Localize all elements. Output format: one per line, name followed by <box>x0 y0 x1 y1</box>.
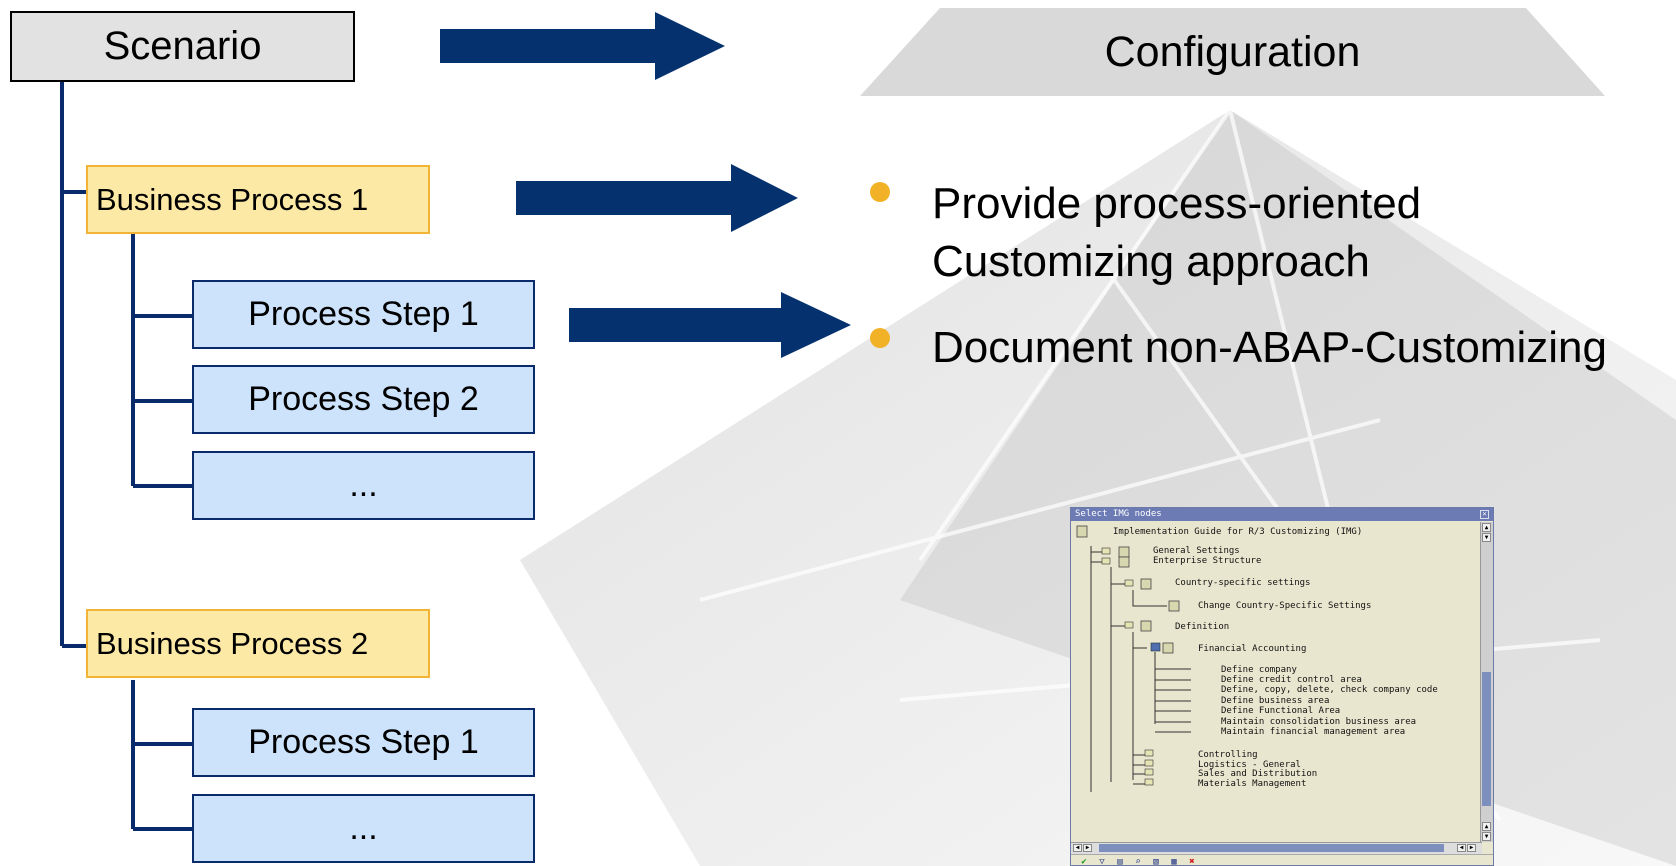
bullet-line: Provide process-oriented <box>932 179 1422 228</box>
vertical-scrollbar[interactable]: ▲ ▼ ▲ ▼ <box>1480 522 1493 842</box>
scroll-up-icon[interactable]: ▲ <box>1482 523 1491 532</box>
arrow-to-configuration <box>440 12 725 80</box>
bullet-dot <box>870 328 890 348</box>
tree-node[interactable]: Sales and Distribution <box>1198 769 1318 779</box>
process-step-box: ... <box>192 794 535 863</box>
find-icon[interactable]: ⌕ <box>1135 857 1141 866</box>
process-step-box: ... <box>192 451 535 520</box>
scroll-thumb[interactable] <box>1099 844 1444 852</box>
arrow-step1 <box>569 292 851 358</box>
tree-node[interactable]: Implementation Guide for R/3 Customizing… <box>1113 527 1363 537</box>
process-step-box: Process Step 1 <box>192 280 535 349</box>
scroll-right-icon[interactable]: ▶ <box>1467 844 1476 852</box>
tree-node[interactable]: Definition <box>1175 622 1230 632</box>
tree-node[interactable]: Materials Management <box>1198 779 1307 789</box>
configuration-title: Configuration <box>1104 27 1361 76</box>
process-step-box: Process Step 2 <box>192 365 535 434</box>
tree-node[interactable]: Financial Accounting <box>1198 644 1307 654</box>
tree-node[interactable]: Controlling <box>1198 750 1258 760</box>
tree-node[interactable]: Define company <box>1221 665 1297 675</box>
select-icon[interactable]: ▤ <box>1117 857 1123 866</box>
process-step-box: Process Step 1 <box>192 708 535 777</box>
check-icon[interactable]: ✔ <box>1081 857 1087 866</box>
bullet-line: Customizing approach <box>932 237 1370 286</box>
scroll-left-icon[interactable]: ◀ <box>1457 844 1466 852</box>
tree-node[interactable]: Define, copy, delete, check company code <box>1221 685 1438 695</box>
bullet-line: Document non-ABAP-Customizing <box>932 323 1607 372</box>
grid-icon[interactable]: ▦ <box>1171 857 1177 866</box>
bullet-dot <box>870 182 890 202</box>
window-title: Select IMG nodes <box>1075 509 1162 519</box>
scroll-right-icon[interactable]: ▶ <box>1083 844 1092 852</box>
configuration-banner <box>860 8 1605 96</box>
scroll-down-icon[interactable]: ▼ <box>1482 832 1491 841</box>
tree-node[interactable]: Logistics - General <box>1198 760 1301 770</box>
scenario-box: Scenario <box>10 11 355 82</box>
business-process-2-box: Business Process 2 <box>86 609 430 678</box>
tree-node[interactable]: Change Country-Specific Settings <box>1198 601 1372 611</box>
tree-node[interactable]: Define business area <box>1221 696 1330 706</box>
tree-node[interactable]: Maintain financial management area <box>1221 727 1406 737</box>
bullet-text: Document non-ABAP-Customizing <box>932 319 1607 377</box>
img-tree: Implementation Guide for R/3 Customizing… <box>1071 522 1479 841</box>
expand-icon[interactable]: ▽ <box>1099 857 1105 866</box>
close-icon[interactable]: × <box>1480 510 1489 519</box>
business-process-1-box: Business Process 1 <box>86 165 430 234</box>
tree-node[interactable]: Enterprise Structure <box>1153 556 1262 566</box>
scroll-up-icon[interactable]: ▲ <box>1482 822 1491 831</box>
arrow-bp1 <box>516 164 798 232</box>
bullet-text: Provide process-oriented Customizing app… <box>932 175 1421 291</box>
tree-node[interactable]: Country-specific settings <box>1175 578 1311 588</box>
tree-node[interactable]: Maintain consolidation business area <box>1221 717 1417 727</box>
horizontal-scrollbar[interactable]: ◀ ▶ ◀ ▶ <box>1071 842 1482 854</box>
scroll-left-icon[interactable]: ◀ <box>1073 844 1082 852</box>
scroll-down-icon[interactable]: ▼ <box>1482 533 1491 542</box>
window-toolbar: ✔ ▽ ▤ ⌕ ▧ ▦ ✖ <box>1071 854 1493 866</box>
select-img-nodes-window: Select IMG nodes × <box>1070 507 1494 866</box>
tree-node[interactable]: Define Functional Area <box>1221 706 1341 716</box>
document-icon[interactable]: ▧ <box>1153 857 1159 866</box>
tree-node[interactable]: General Settings <box>1153 546 1240 556</box>
window-titlebar: Select IMG nodes × <box>1071 508 1493 521</box>
tree-lines <box>1076 525 1191 792</box>
cancel-icon[interactable]: ✖ <box>1189 857 1195 866</box>
tree-node[interactable]: Define credit control area <box>1221 675 1362 685</box>
scroll-thumb[interactable] <box>1482 672 1491 806</box>
